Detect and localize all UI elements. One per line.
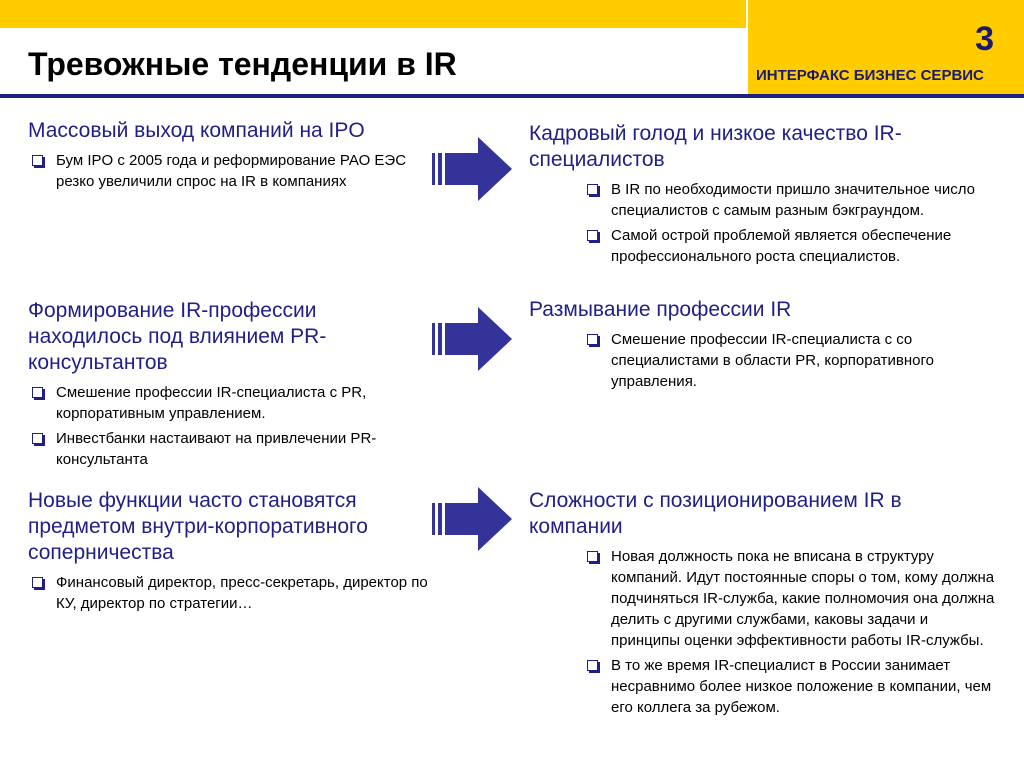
bullet-item: Инвестбанки настаивают на привлечении PR…	[28, 428, 408, 470]
bullet-list: Смешение профессии IR-специалиста с PR, …	[28, 382, 408, 470]
bullet-list: Бум IPO с 2005 года и реформирование РАО…	[28, 150, 440, 192]
square-bullet-icon	[32, 155, 43, 166]
square-bullet-icon	[32, 387, 43, 398]
right-block-2: Размывание профессии IR Смешение професс…	[529, 297, 999, 396]
page-title: Тревожные тенденции в IR	[28, 46, 457, 82]
square-bullet-icon	[587, 230, 598, 241]
square-bullet-icon	[587, 551, 598, 562]
bullet-list: Финансовый директор, пресс-секретарь, ди…	[28, 572, 443, 614]
right-block-3: Сложности с позиционированием IR в компа…	[529, 488, 999, 722]
square-bullet-icon	[32, 433, 43, 444]
bullet-item: Самой острой проблемой является обеспече…	[583, 225, 999, 267]
bullet-list: Новая должность пока не вписана в структ…	[583, 546, 999, 718]
striped-right-arrow-icon	[432, 137, 512, 201]
title-area	[0, 28, 746, 94]
bullet-item: Смешение профессии IR-специалиста с PR, …	[28, 382, 408, 424]
striped-right-arrow-icon	[432, 487, 512, 551]
brand-box: 3 ИНТЕРФАКС БИЗНЕС СЕРВИС	[748, 0, 1024, 94]
striped-right-arrow-icon	[432, 307, 512, 371]
left-block-1: Массовый выход компаний на IPO Бум IPO с…	[28, 118, 440, 196]
left-block-2: Формирование IR-профессии находилось под…	[28, 298, 408, 474]
bullet-item: Новая должность пока не вписана в структ…	[583, 546, 999, 651]
section-heading: Формирование IR-профессии находилось под…	[28, 299, 327, 374]
left-block-3: Новые функции часто становятся предметом…	[28, 488, 443, 618]
square-bullet-icon	[587, 334, 598, 345]
right-block-1: Кадровый голод и низкое качество IR-спец…	[529, 121, 999, 271]
bullet-item: Смешение профессии IR-специалиста с со с…	[583, 329, 999, 392]
top-accent-bar	[0, 0, 746, 28]
bullet-list: В IR по необходимости пришло значительно…	[583, 179, 999, 267]
square-bullet-icon	[587, 660, 598, 671]
bullet-item: Финансовый директор, пресс-секретарь, ди…	[28, 572, 443, 614]
slide-number: 3	[975, 20, 994, 58]
brand-name: ИНТЕРФАКС БИЗНЕС СЕРВИС	[756, 67, 984, 84]
section-heading: Массовый выход компаний на IPO	[28, 119, 365, 142]
bullet-item: В то же время IR-специалист в России зан…	[583, 655, 999, 718]
bullet-item: В IR по необходимости пришло значительно…	[583, 179, 999, 221]
section-heading: Размывание профессии IR	[529, 298, 792, 321]
section-heading: Новые функции часто становятся предметом…	[28, 489, 368, 564]
bullet-list: Смешение профессии IR-специалиста с со с…	[583, 329, 999, 392]
section-heading: Сложности с позиционированием IR в компа…	[529, 489, 902, 538]
title-divider	[0, 94, 1024, 98]
section-heading: Кадровый голод и низкое качество IR-спец…	[529, 122, 902, 171]
bullet-item: Бум IPO с 2005 года и реформирование РАО…	[28, 150, 440, 192]
square-bullet-icon	[587, 184, 598, 195]
square-bullet-icon	[32, 577, 43, 588]
